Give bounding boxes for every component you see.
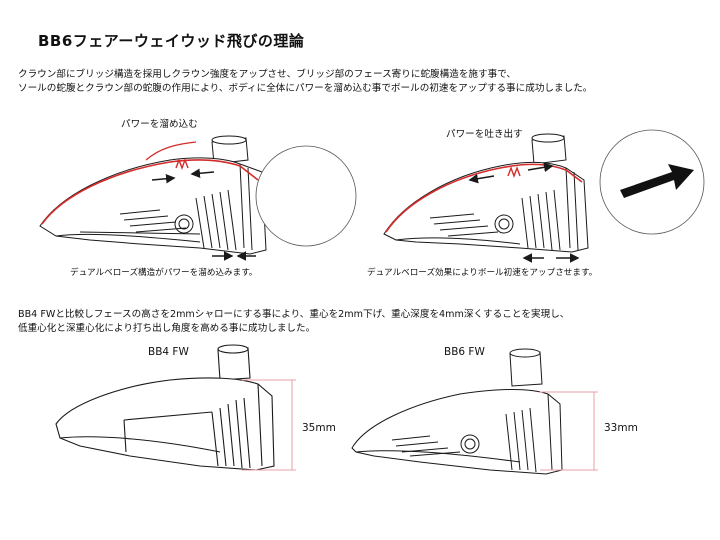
right-figure-caption: デュアルベローズ効果によりボール初速をアップさせます。 [367, 268, 598, 278]
left-crown-bellows [175, 158, 189, 170]
left-figure-label: パワーを溜め込む [121, 119, 198, 130]
left-crown-highlight [41, 159, 259, 225]
bb4-club-head [55, 344, 275, 471]
right-arrow-left [468, 173, 495, 184]
right-arrow-right [527, 162, 554, 173]
right-figure-label: パワーを吐き出す [446, 129, 523, 140]
comparison-line-2: 低重心化と深重心化により打ち出し角度を高める事に成功しました。 [18, 323, 316, 334]
left-arrow-right [151, 173, 176, 184]
left-compression-arc [145, 141, 197, 161]
intro-line-1: クラウン部にブリッジ構造を採用しクラウン強度をアップさせ、ブリッジ部のフェース寄… [18, 69, 517, 80]
right-club-head [383, 133, 589, 253]
comparison-line-1: BB4 FWと比較しフェースの高さを2mmシャローにする事により、重心を2mm下… [18, 309, 570, 320]
left-arrow-left [190, 168, 215, 179]
bb6-face-height: 33mm [604, 422, 638, 434]
left-ball [255, 145, 357, 247]
intro-paragraph: クラウン部にブリッジ構造を採用しクラウン強度をアップさせ、ブリッジ部のフェース寄… [18, 68, 592, 96]
bb4-model-label: BB4 FW [148, 346, 189, 358]
right-crown-bellows [507, 166, 521, 178]
bb6-model-label: BB6 FW [444, 346, 485, 358]
left-figure-caption: デュアルベローズ構造がパワーを溜め込みます。 [70, 268, 258, 278]
bb6-club-head [351, 348, 563, 475]
right-launch-arrow-icon [620, 164, 694, 198]
page-title: BB6フェアーウェイウッド飛びの理論 [38, 32, 305, 50]
intro-line-2: ソールの蛇腹とクラウン部の蛇腹の作用により、ボディに全体にパワーを溜め込む事でボ… [18, 83, 593, 94]
bb4-face-height: 35mm [302, 422, 336, 434]
comparison-paragraph: BB4 FWと比較しフェースの高さを2mmシャローにする事により、重心を2mm下… [18, 308, 569, 336]
